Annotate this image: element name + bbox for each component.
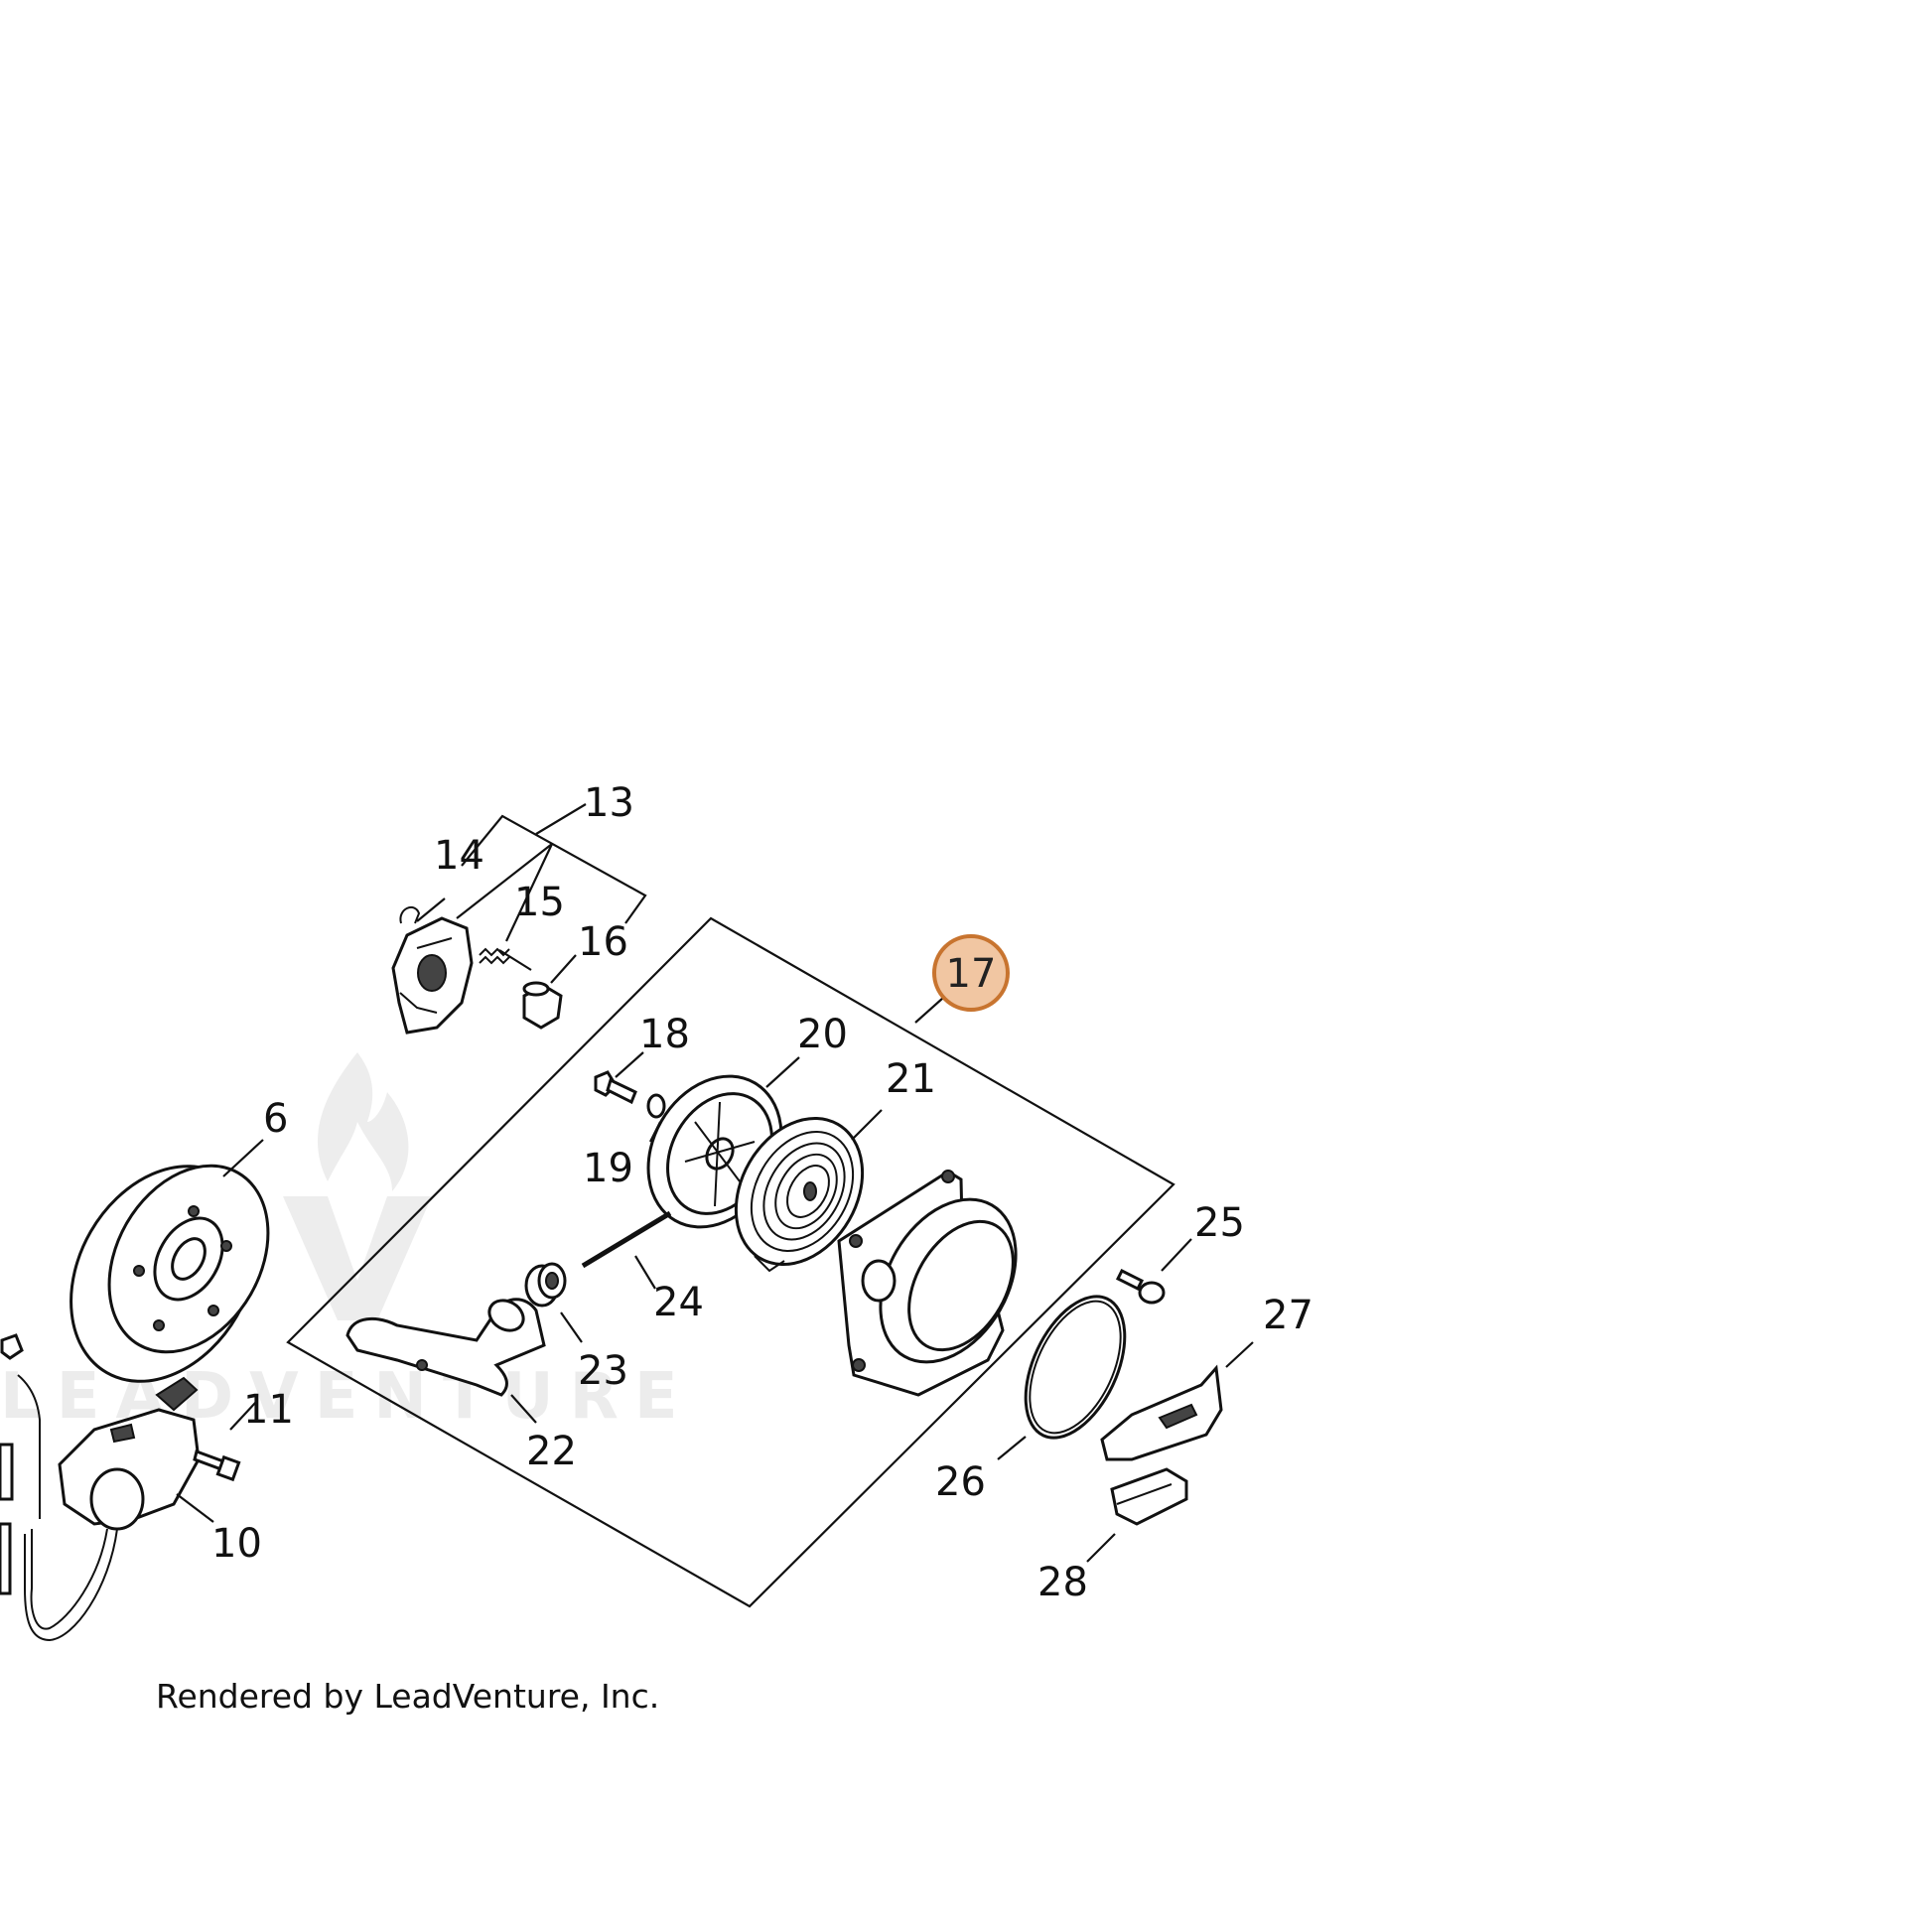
callout-25[interactable]: 25 (1194, 1200, 1245, 1246)
callout-23[interactable]: 23 (578, 1348, 628, 1394)
part-10-ignition-module (24, 1376, 201, 1642)
part-15-spring (479, 947, 510, 965)
callout-26[interactable]: 26 (935, 1459, 986, 1505)
callout-27[interactable]: 27 (1263, 1293, 1313, 1338)
part-16-pin (522, 981, 563, 1030)
callout-10[interactable]: 10 (211, 1521, 262, 1567)
callout-6[interactable]: 6 (263, 1096, 288, 1142)
part-24-rope (581, 1210, 672, 1269)
callout-21[interactable]: 21 (886, 1056, 936, 1102)
part-19-washer (646, 1093, 666, 1119)
callout-16[interactable]: 16 (578, 919, 628, 965)
callout-14[interactable]: 14 (434, 833, 484, 879)
callout-18[interactable]: 18 (639, 1012, 690, 1057)
callout-22[interactable]: 22 (526, 1429, 577, 1474)
callout-19[interactable]: 19 (583, 1146, 633, 1191)
leader-lines (176, 897, 1254, 1563)
part-25-screw (1115, 1268, 1166, 1305)
callout-17[interactable]: 17 (946, 951, 997, 997)
callout-17-badge (932, 934, 1010, 1012)
callout-13[interactable]: 13 (584, 780, 634, 826)
kit-17-box (286, 916, 1175, 1608)
part-21-recoil-spring (734, 1116, 865, 1273)
render-credit: Rendered by LeadVenture, Inc. (156, 1677, 659, 1716)
part-13-pawl-assembly (391, 916, 474, 1035)
left-edge-parts (0, 1333, 41, 1595)
part-starter-housing (837, 1170, 1018, 1397)
part-26-gasket (1024, 1295, 1127, 1440)
part-6-flywheel (69, 1164, 270, 1383)
callout-11[interactable]: 11 (243, 1387, 294, 1433)
callout-28[interactable]: 28 (1037, 1560, 1088, 1605)
part-22-starter-handle (345, 1298, 546, 1397)
callout-labels: 13 14 15 16 17 18 19 20 21 6 11 10 24 23… (211, 780, 1313, 1605)
callout-15[interactable]: 15 (514, 880, 565, 925)
callout-17-highlight[interactable]: 17 (932, 934, 1010, 1012)
part-23-bushing (524, 1262, 567, 1308)
part-18-bolt (594, 1070, 637, 1105)
watermark-flame-icon (318, 1052, 409, 1191)
part-14-clip (399, 905, 421, 924)
part-27-bracket (1100, 1364, 1223, 1461)
watermark-v-icon (283, 1196, 432, 1320)
callout-24[interactable]: 24 (653, 1280, 704, 1325)
part-11-screw (193, 1449, 241, 1482)
callout-20[interactable]: 20 (797, 1012, 848, 1057)
part-28-pad (1110, 1467, 1188, 1526)
kit-13-bracket (456, 803, 647, 942)
